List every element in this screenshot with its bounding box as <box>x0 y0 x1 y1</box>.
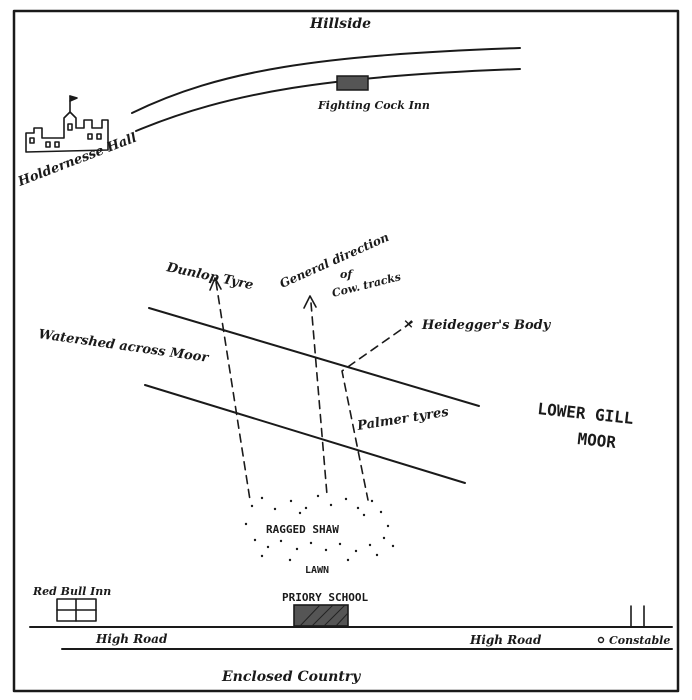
label-red-bull-inn: Red Bull Inn <box>32 585 111 598</box>
priory-school-marker <box>293 604 349 627</box>
priory-school-hatch <box>299 604 349 627</box>
label-constable: Constable <box>609 634 670 647</box>
label-of: of <box>340 268 354 281</box>
fighting-cock-inn-marker <box>336 75 369 91</box>
label-enclosed-country: Enclosed Country <box>221 669 361 685</box>
map-border <box>12 9 680 693</box>
label-fighting-cock-inn: Fighting Cock Inn <box>317 99 430 112</box>
label-palmer-tyres: Palmer tyres <box>355 405 450 434</box>
label-ragged-shaw: RAGGED SHAW <box>266 523 339 536</box>
constable-lane <box>630 605 645 628</box>
label-heideggers-body: Heidegger's Body <box>421 318 552 333</box>
palmer-tyres-track <box>341 321 413 501</box>
label-priory-school: PRIORY SCHOOL <box>282 591 368 604</box>
label-lower-gill: LOWER GILL <box>537 399 635 428</box>
constable-marker <box>597 636 605 644</box>
cow-tracks-line <box>310 302 328 496</box>
label-lawn: LAWN <box>305 565 329 576</box>
holdernesse-hall-drawing <box>25 95 109 153</box>
label-high-road-left: High Road <box>95 632 168 646</box>
dunlop-arrowhead <box>209 277 222 291</box>
watershed-line-lower <box>144 384 466 484</box>
red-bull-inn-drawing <box>56 598 97 622</box>
cow-tracks-arrowhead <box>303 295 317 309</box>
heidegger-body-marker: × <box>403 317 414 332</box>
label-hillside: Hillside <box>309 16 371 32</box>
label-moor: MOOR <box>577 429 618 452</box>
label-high-road-right: High Road <box>469 633 542 647</box>
label-watershed: Watershed across Moor <box>37 327 210 366</box>
watershed-line-upper <box>148 307 480 407</box>
hillside-road-upper <box>131 47 521 114</box>
dunlop-tyre-track <box>215 281 251 501</box>
label-dunlop-tyre: Dunlop Tyre <box>164 260 254 293</box>
hillside-road-lower <box>135 68 521 132</box>
ragged-shaw-stipple <box>244 494 395 562</box>
